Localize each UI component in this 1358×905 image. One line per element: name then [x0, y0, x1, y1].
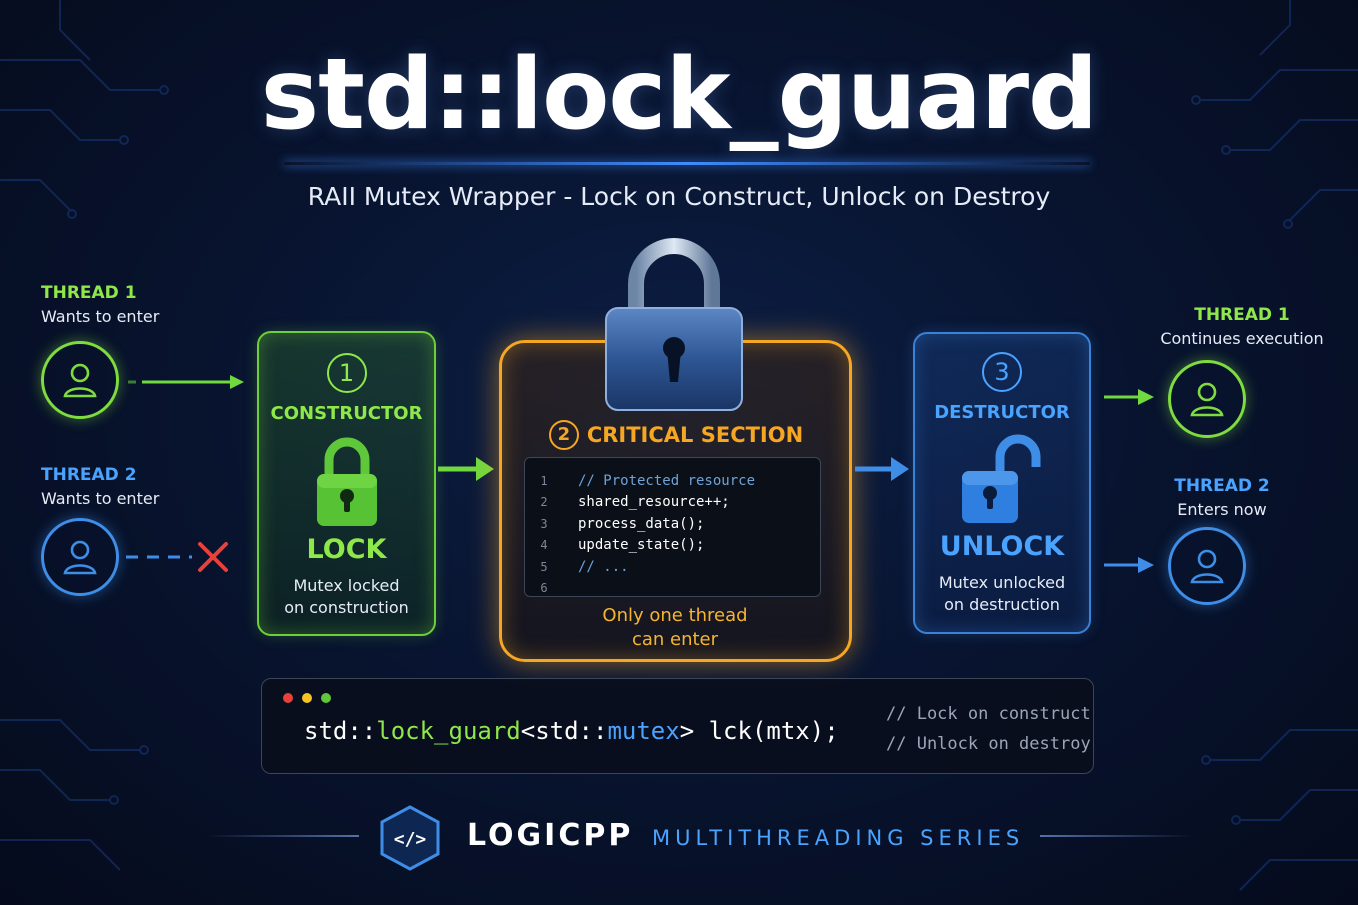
thread2-left-label: THREAD 2 Wants to enter	[41, 465, 159, 508]
thread2-avatar	[41, 518, 119, 596]
destructor-desc: Mutex unlocked on destruction	[938, 573, 1066, 614]
arrow-thread1-to-constructor	[128, 375, 244, 389]
user-icon	[1190, 549, 1224, 584]
code-line: 5// ...	[540, 558, 629, 575]
logo-icon: </>	[380, 805, 440, 871]
code-line: 1// Protected resource	[540, 472, 756, 489]
page-subtitle: RAII Mutex Wrapper - Lock on Construct, …	[307, 182, 1051, 211]
thread-name: THREAD 1	[41, 283, 137, 303]
code-line: 6	[540, 581, 548, 596]
logo-text: </>	[394, 829, 427, 850]
step-number: 3	[982, 352, 1022, 392]
critical-section-note: Only one thread can enter	[602, 605, 748, 650]
thread-status: Continues execution	[1160, 329, 1324, 348]
thread1-left-label: THREAD 1 Wants to enter	[41, 283, 159, 326]
unlock-label: UNLOCK	[939, 531, 1065, 562]
constructor-desc: Mutex locked on construction	[284, 576, 409, 617]
thread-status: Wants to enter	[41, 307, 160, 326]
lock-open-icon	[962, 434, 1041, 523]
thread1-continues-avatar	[1168, 360, 1246, 438]
arrow-to-destructor	[855, 457, 909, 481]
user-icon	[63, 363, 97, 398]
lock-guard-declaration: std::lock_guard<std::mutex> lck(mtx);	[304, 717, 839, 745]
step-number: 1	[326, 353, 367, 393]
page-title: std::lock_guard	[260, 38, 1098, 152]
thread-status: Wants to enter	[41, 489, 160, 508]
window-dot-red	[283, 693, 293, 703]
arrow-to-thread2	[1104, 557, 1154, 573]
user-icon	[63, 540, 97, 575]
user-icon	[1190, 382, 1224, 417]
thread1-right-label: THREAD 1 Continues execution	[1150, 305, 1334, 348]
blocked-x-icon	[198, 542, 228, 572]
thread-name: THREAD 2	[41, 465, 137, 485]
code-snippet-panel	[261, 678, 1094, 774]
constructor-title: CONSTRUCTOR	[270, 403, 423, 424]
padlock-icon	[605, 238, 743, 411]
arrow-to-thread1	[1104, 389, 1154, 405]
arrow-to-critical	[438, 457, 494, 481]
critical-section-title: 2 CRITICAL SECTION	[546, 420, 806, 450]
thread-status: Enters now	[1177, 500, 1267, 519]
thread2-right-label: THREAD 2 Enters now	[1160, 476, 1284, 519]
thread-name: THREAD 2	[1174, 476, 1270, 496]
blocked-arrow	[126, 542, 228, 572]
code-comment-unlock: // Unlock on destroy	[886, 734, 1091, 754]
thread-name: THREAD 1	[1194, 305, 1290, 325]
destructor-card: 3 DESTRUCTOR UNLOCK Mutex unlocked on de…	[913, 332, 1091, 634]
series-name: MULTITHREADING SERIES	[652, 826, 1025, 850]
brand-name: LOGICPP	[467, 818, 634, 853]
window-dot-green	[321, 693, 331, 703]
window-dot-yellow	[302, 693, 312, 703]
constructor-card: 1 CONSTRUCTOR LOCK Mutex locked on const…	[257, 331, 436, 636]
thread2-enters-avatar	[1168, 527, 1246, 605]
lock-closed-icon	[316, 437, 377, 526]
code-comment-lock: // Lock on construct	[886, 704, 1091, 724]
thread1-avatar	[41, 341, 119, 419]
destructor-title: DESTRUCTOR	[934, 402, 1070, 423]
step-number: 2	[548, 420, 579, 450]
footer-divider-left	[206, 835, 359, 837]
lock-label: LOCK	[306, 534, 387, 565]
title-divider	[284, 162, 1090, 165]
footer-divider-right	[1040, 835, 1193, 837]
